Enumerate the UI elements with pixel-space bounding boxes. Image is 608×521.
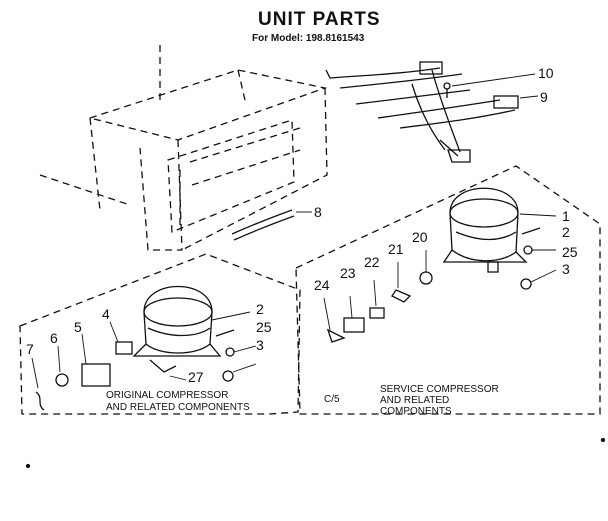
callout-20: 20 [412,229,428,245]
screw-10-part [443,73,536,98]
callout-27: 27 [188,369,204,385]
service-code: C/5 [324,394,340,405]
service-group-outline [295,165,601,415]
original-terminal-parts [149,329,257,382]
original-group-outline [19,253,301,415]
callout-21: 21 [388,241,404,257]
page-title: UNIT PARTS [258,9,381,30]
original-small-parts [31,321,133,411]
callout-2-service: 2 [562,224,570,240]
callout-2-original: 2 [256,301,264,317]
callout-8: 8 [314,204,322,220]
stray-mark [600,437,606,443]
leader-9 [519,95,539,99]
strap-8-part [231,209,312,241]
original-caption-line2: AND RELATED COMPONENTS [106,402,250,413]
service-caption-line3: COMPONENTS [380,406,452,417]
service-caption-line1: SERVICE COMPRESSOR [380,384,499,395]
callout-9: 9 [540,89,548,105]
callout-1: 1 [562,208,570,224]
model-number: For Model: 198.8161543 [252,33,365,44]
callout-5: 5 [74,319,82,335]
service-compressor-part [442,187,557,273]
service-terminal-parts [520,227,557,290]
callout-7: 7 [26,341,34,357]
original-compressor-part [132,285,251,357]
callout-4: 4 [102,306,110,322]
service-small-parts [323,250,433,343]
callout-24: 24 [314,277,330,293]
stray-mark [25,463,31,469]
callout-23: 23 [340,265,356,281]
wire-harness [325,61,519,163]
callout-6: 6 [50,330,58,346]
callout-25-service: 25 [562,244,578,260]
callout-3-service: 3 [562,261,570,277]
callout-22: 22 [364,254,380,270]
callout-3-original: 3 [256,337,264,353]
service-caption-line2: AND RELATED [380,395,450,406]
callout-10: 10 [538,65,554,81]
cabinet-housing [39,45,328,251]
original-caption-line1: ORIGINAL COMPRESSOR [106,390,229,401]
callout-25-original: 25 [256,319,272,335]
